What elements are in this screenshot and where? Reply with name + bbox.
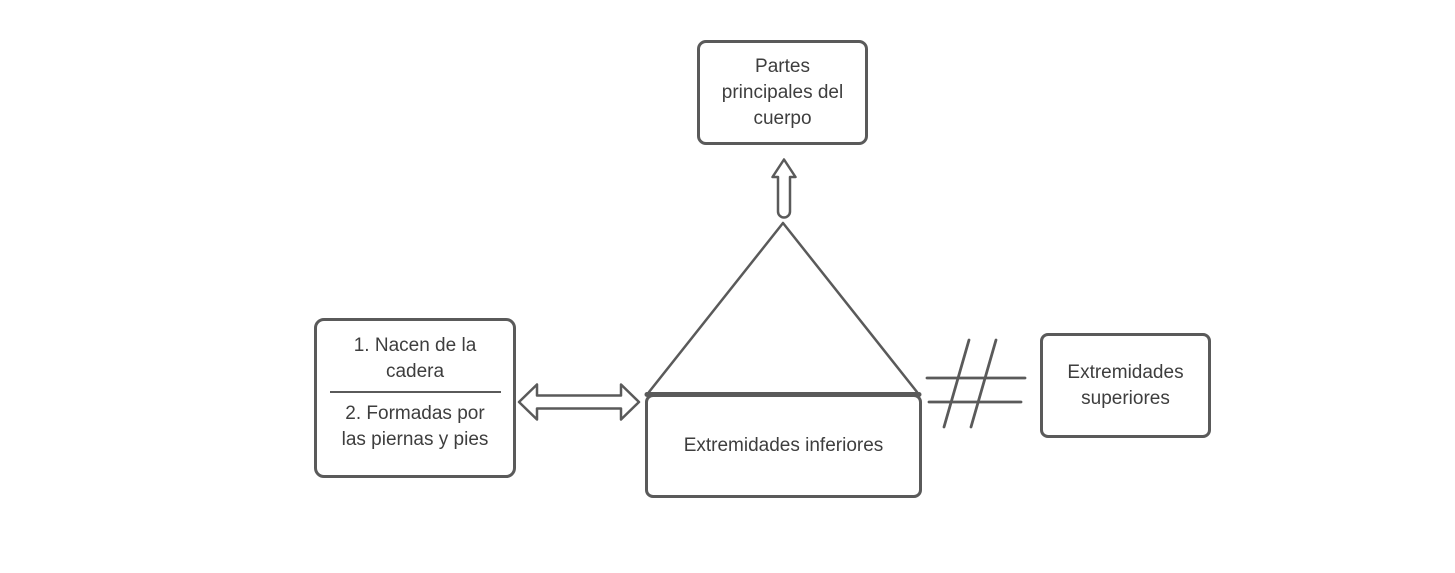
node-extremidades-superiores: Extremidades superiores (1040, 333, 1211, 438)
up-arrow-connector (771, 158, 797, 219)
node-partes-principales-label: Partes principales del cuerpo (721, 55, 844, 129)
note-box: 1. Nacen de la cadera 2. Formadas por la… (314, 318, 516, 478)
triangle-shape (647, 221, 919, 394)
node-extremidades-inferiores: Extremidades inferiores (645, 394, 922, 498)
node-extremidades-inferiores-label: Extremidades inferiores (683, 435, 884, 456)
note-item-2: 2. Formadas por las piernas y pies (341, 403, 489, 450)
note-item-1: 1. Nacen de la cadera (353, 335, 477, 382)
double-arrow-connector (517, 383, 641, 421)
node-partes-principales: Partes principales del cuerpo (697, 40, 868, 145)
divider-line (329, 391, 501, 393)
hash-connector (925, 338, 1027, 429)
node-extremidades-superiores-label: Extremidades superiores (1067, 361, 1184, 409)
